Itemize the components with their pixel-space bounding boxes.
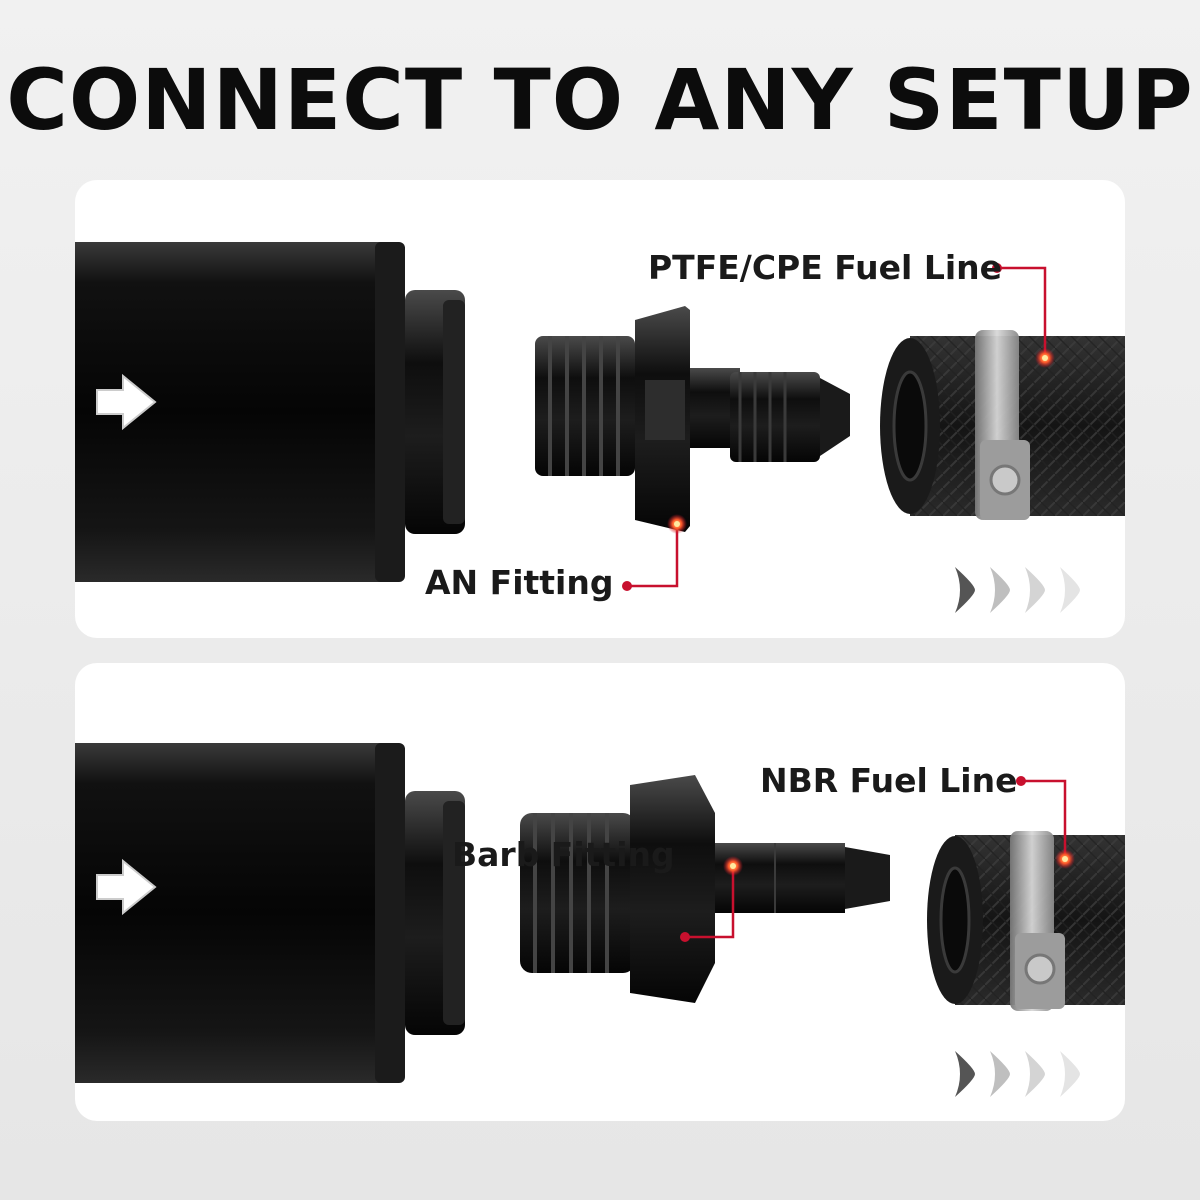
- chevron-right-icon: [1025, 1051, 1045, 1097]
- flow-arrow-icon: [96, 858, 157, 916]
- an-fitting-icon: [535, 306, 850, 532]
- callout-line-label: PTFE/CPE Fuel Line: [648, 248, 1003, 287]
- callout-fitting-label: AN Fitting: [425, 563, 614, 602]
- chevron-decoration: [955, 1051, 1080, 1097]
- panel-barb-fitting: Barb Fitting NBR Fuel Line: [75, 663, 1125, 1121]
- chevron-right-icon: [1060, 567, 1080, 613]
- fuel-filter-body: [75, 242, 465, 582]
- chevron-right-icon: [990, 1051, 1010, 1097]
- callout-fitting-label: Barb Fitting: [452, 835, 675, 874]
- callout-leaders: [680, 776, 1075, 942]
- braided-hose-with-clamp-icon: [927, 831, 1125, 1011]
- chevron-right-icon: [955, 1051, 975, 1097]
- fuel-filter-body: [75, 743, 465, 1083]
- chevron-right-icon: [955, 567, 975, 613]
- page-title: CONNECT TO ANY SETUP: [6, 51, 1194, 149]
- barb-fitting-icon: [520, 775, 890, 1003]
- chevron-right-icon: [1025, 567, 1045, 613]
- barb-fitting-scene: [75, 743, 1125, 1083]
- chevron-decoration: [955, 567, 1080, 613]
- braided-hose-with-clamp-icon: [880, 330, 1125, 520]
- callout-leaders: [622, 263, 1055, 591]
- panel-an-fitting: AN Fitting PTFE/CPE Fuel Line: [75, 180, 1125, 638]
- chevron-right-icon: [1060, 1051, 1080, 1097]
- chevron-right-icon: [990, 567, 1010, 613]
- flow-arrow-icon: [96, 373, 157, 431]
- an-fitting-scene: [75, 242, 1125, 591]
- callout-line-label: NBR Fuel Line: [760, 761, 1018, 800]
